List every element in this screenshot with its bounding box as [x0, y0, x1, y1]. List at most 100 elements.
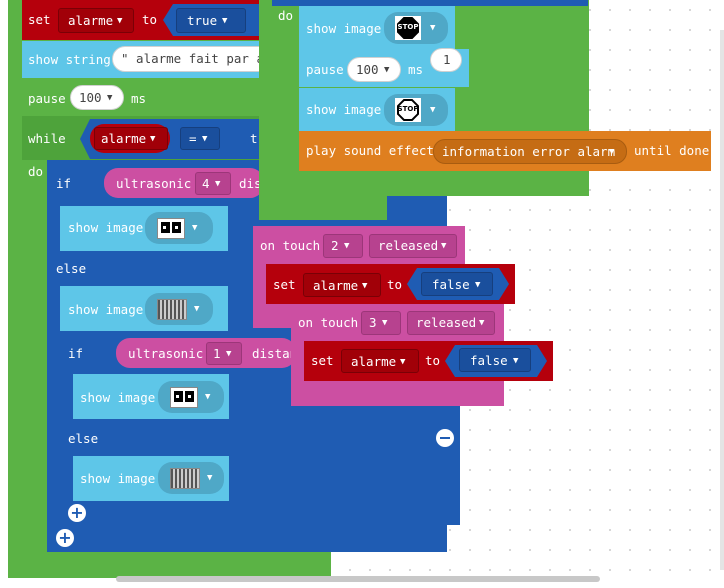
- port-label: 2: [331, 238, 339, 253]
- pause-value-dropdown[interactable]: 100 ▼: [347, 57, 401, 82]
- operator-label: =: [189, 131, 197, 146]
- variable-label: alarme: [101, 131, 147, 146]
- variable-label: alarme: [351, 354, 397, 369]
- port-label: 3: [369, 315, 377, 330]
- boolean-dropdown[interactable]: false ▼: [421, 272, 493, 296]
- image-picker[interactable]: STOP ▼: [384, 94, 448, 126]
- plus-circle-icon[interactable]: +: [68, 504, 86, 522]
- minus-circle-icon[interactable]: [436, 429, 454, 447]
- image-picker[interactable]: ▼: [158, 462, 224, 494]
- do-keyword: do: [28, 164, 44, 179]
- show-image-keyword: show image: [306, 21, 382, 36]
- property-label: distan: [252, 346, 298, 361]
- image-picker[interactable]: ▼: [145, 293, 213, 325]
- chevron-down-icon: ▼: [400, 357, 406, 367]
- ms-unit: ms: [131, 91, 147, 106]
- stop-sign-icon: STOP: [395, 16, 421, 40]
- image-picker[interactable]: ▼: [145, 212, 213, 244]
- state-label: released: [378, 238, 439, 253]
- chevron-down-icon: ▼: [226, 349, 232, 359]
- stop-label: STOP: [397, 105, 419, 113]
- show-image-keyword: show image: [80, 390, 156, 405]
- pause-value-dropdown[interactable]: 100 ▼: [70, 85, 124, 110]
- repeat-value: 1: [443, 52, 451, 67]
- touch-port-dropdown[interactable]: 3 ▼: [361, 311, 401, 335]
- sound-label: information error alarm: [442, 144, 616, 159]
- play-sound-keyword: play sound effect: [306, 143, 434, 158]
- variable-label: alarme: [68, 13, 114, 28]
- chevron-down-icon: ▼: [207, 473, 213, 483]
- chevron-down-icon: ▼: [430, 105, 436, 115]
- function-body-edge: [387, 196, 447, 206]
- show-image-keyword: show image: [306, 102, 382, 117]
- pause-value: 100: [79, 90, 102, 105]
- variable-dropdown[interactable]: alarme ▼: [58, 8, 134, 33]
- chevron-down-icon: ▼: [441, 241, 447, 251]
- chevron-down-icon: ▼: [384, 65, 390, 75]
- stop-label: STOP: [397, 23, 419, 31]
- show-string-keyword: show string: [28, 52, 111, 67]
- while-keyword: while: [28, 131, 66, 146]
- chevron-down-icon: ▼: [202, 134, 208, 144]
- port-dropdown[interactable]: 4 ▼: [195, 172, 231, 195]
- variable-label: alarme: [313, 278, 359, 293]
- set-keyword: set: [311, 353, 334, 368]
- chevron-down-icon: ▼: [430, 23, 436, 33]
- boolean-dropdown[interactable]: true ▼: [176, 8, 246, 33]
- boolean-dropdown[interactable]: false ▼: [459, 348, 531, 372]
- on-touch-keyword: on touch: [298, 315, 359, 330]
- pause-keyword: pause: [306, 62, 344, 77]
- show-image-keyword: show image: [68, 302, 144, 317]
- variable-dropdown[interactable]: alarme ▼: [303, 273, 381, 297]
- string-input[interactable]: " alarme fait par ant: [112, 46, 282, 72]
- chevron-down-icon: ▼: [194, 304, 200, 314]
- chevron-down-icon: ▼: [222, 16, 228, 26]
- stop-sign-icon: STOP: [395, 98, 421, 122]
- eyes-image-icon: [170, 387, 198, 408]
- boolean-label: false: [432, 277, 470, 292]
- touch-state-dropdown[interactable]: released ▼: [369, 234, 457, 258]
- chevron-down-icon: ▼: [479, 318, 485, 328]
- while-variable-dropdown[interactable]: alarme ▼: [94, 127, 168, 150]
- touch-port-dropdown[interactable]: 2 ▼: [323, 234, 363, 258]
- ultrasonic-reporter[interactable]: [104, 168, 264, 198]
- touch-state-dropdown[interactable]: released ▼: [407, 311, 495, 335]
- chevron-down-icon: ▼: [215, 179, 221, 189]
- sound-dropdown[interactable]: information error alarm ▼: [433, 139, 627, 164]
- repeat-value-input[interactable]: 1: [430, 48, 462, 72]
- function-stack-bottom: [259, 196, 387, 220]
- chevron-down-icon: ▼: [382, 318, 388, 328]
- function-header: [272, 0, 588, 6]
- eyes-image-icon: [157, 218, 185, 239]
- show-image-keyword: show image: [80, 471, 156, 486]
- show-image-keyword: show image: [68, 220, 144, 235]
- chevron-down-icon: ▼: [513, 356, 519, 366]
- variable-dropdown[interactable]: alarme ▼: [341, 349, 419, 373]
- do-keyword: do: [278, 8, 294, 23]
- chevron-down-icon: ▼: [107, 93, 113, 103]
- chevron-down-icon: ▼: [362, 281, 368, 291]
- to-keyword: to: [142, 12, 158, 27]
- image-picker[interactable]: STOP ▼: [384, 12, 448, 44]
- horizontal-scrollbar[interactable]: [116, 576, 600, 582]
- ultrasonic-keyword: ultrasonic: [116, 176, 192, 191]
- image-picker[interactable]: ▼: [158, 381, 224, 413]
- static-image-icon: [170, 468, 200, 489]
- chevron-down-icon: ▼: [344, 241, 350, 251]
- pause-keyword: pause: [28, 91, 66, 106]
- pause-value: 100: [356, 62, 379, 77]
- chevron-down-icon: ▼: [150, 134, 156, 144]
- ms-unit: ms: [408, 62, 424, 77]
- plus-circle-icon[interactable]: +: [56, 529, 74, 547]
- port-dropdown[interactable]: 1 ▼: [206, 342, 242, 365]
- chevron-down-icon: ▼: [475, 280, 481, 290]
- else-keyword: else: [68, 431, 99, 446]
- port-label: 4: [202, 176, 210, 191]
- chevron-down-icon: ▼: [609, 147, 615, 157]
- to-keyword: to: [425, 353, 441, 368]
- vertical-scrollbar[interactable]: [720, 30, 724, 570]
- chevron-down-icon: ▼: [205, 392, 211, 402]
- operator-dropdown[interactable]: = ▼: [180, 127, 220, 150]
- static-image-icon: [157, 299, 187, 320]
- string-value: " alarme fait par ant: [121, 51, 280, 66]
